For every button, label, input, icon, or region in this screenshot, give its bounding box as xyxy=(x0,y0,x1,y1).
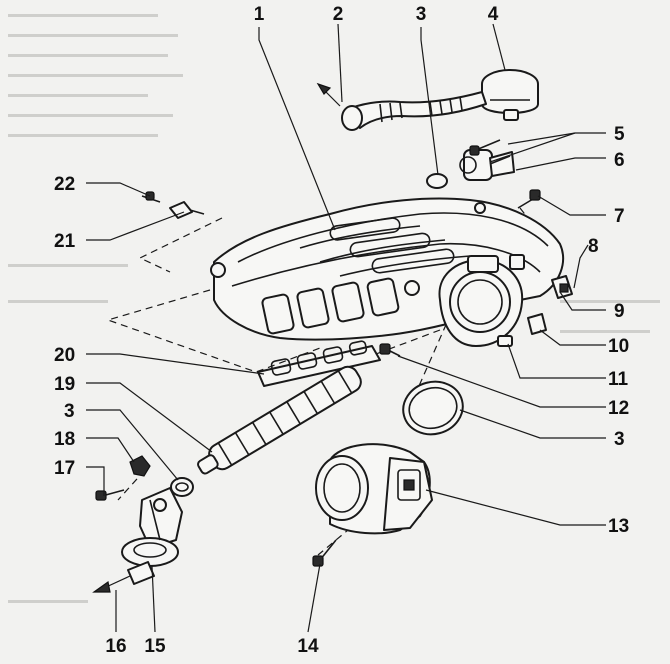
breather-valve xyxy=(481,69,539,121)
callout-20: 20 xyxy=(54,345,75,366)
callout-1: 1 xyxy=(254,4,265,25)
callout-3-top: 3 xyxy=(416,4,427,25)
intake-gasket xyxy=(257,340,381,387)
o-ring-top xyxy=(426,173,448,189)
sensor-11 xyxy=(497,335,513,347)
callout-3-right: 3 xyxy=(614,429,625,450)
callout-11: 11 xyxy=(608,369,629,390)
bolt-12 xyxy=(379,343,401,357)
callout-8: 8 xyxy=(588,236,599,257)
callout-5: 5 xyxy=(614,124,625,145)
callout-19: 19 xyxy=(54,374,75,395)
callout-14: 14 xyxy=(297,636,319,657)
callout-4: 4 xyxy=(488,4,499,25)
pcv-valve xyxy=(459,149,515,181)
screw-22 xyxy=(141,191,161,203)
callout-12: 12 xyxy=(608,398,629,419)
screw-14 xyxy=(312,539,337,567)
retaining-clip xyxy=(129,455,151,477)
callout-18: 18 xyxy=(54,429,75,450)
callout-16: 16 xyxy=(105,636,126,657)
callout-10: 10 xyxy=(608,336,629,357)
o-ring-left xyxy=(170,477,194,497)
callout-7: 7 xyxy=(614,206,625,227)
clip-10 xyxy=(527,313,547,335)
breather-hose xyxy=(316,82,487,131)
callout-9: 9 xyxy=(614,301,625,322)
callout-22: 22 xyxy=(54,174,75,195)
throttle-body xyxy=(315,443,433,535)
screws-5 xyxy=(469,139,511,165)
callout-6: 6 xyxy=(614,150,625,171)
callout-21: 21 xyxy=(54,231,76,252)
callout-17: 17 xyxy=(54,458,75,479)
callout-2: 2 xyxy=(333,4,344,25)
vacuum-actuator xyxy=(121,487,183,585)
intake-filter-tube xyxy=(197,365,362,475)
callout-labels: 1 2 3 4 5 6 7 8 9 10 11 12 3 13 14 15 16… xyxy=(54,4,629,657)
callout-leaders xyxy=(86,23,606,633)
vacuum-connection-arrow xyxy=(92,575,131,593)
throttle-o-ring xyxy=(402,380,464,436)
callout-3-left: 3 xyxy=(64,401,75,422)
callout-13: 13 xyxy=(608,516,629,537)
bracket-8-9 xyxy=(551,275,573,299)
bolt-7 xyxy=(517,189,541,209)
background-texture xyxy=(8,14,660,603)
manifold-throttle-flange xyxy=(438,254,525,347)
callout-15: 15 xyxy=(144,636,166,657)
